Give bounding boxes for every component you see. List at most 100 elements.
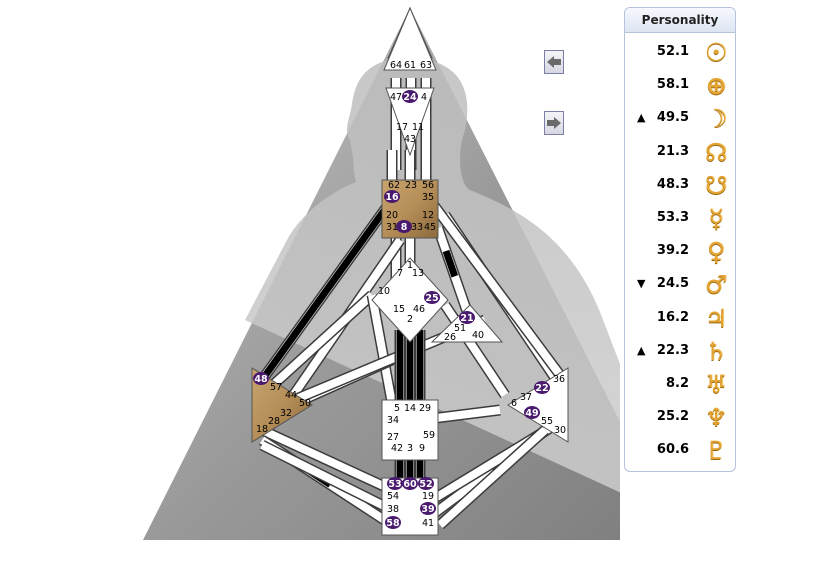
svg-text:30: 30 — [554, 425, 566, 436]
planet-row: 53.3☿ — [625, 204, 735, 236]
planet-value: 49.5 — [656, 110, 689, 126]
planet-value: 8.2 — [665, 376, 689, 391]
svg-text:12: 12 — [422, 210, 434, 221]
planet-value: 16.2 — [656, 309, 689, 325]
svg-text:35: 35 — [422, 192, 434, 203]
svg-text:5: 5 — [394, 403, 400, 414]
gate-12: 12 — [422, 210, 434, 221]
planet-row: 25.2♆ — [625, 403, 735, 435]
svg-text:9: 9 — [419, 443, 425, 454]
svg-text:64: 64 — [390, 60, 402, 71]
gate-40: 40 — [472, 330, 484, 341]
gate-1: 1 — [407, 260, 413, 271]
planet-row: 39.2♀ — [625, 237, 735, 269]
gate-44: 44 — [285, 390, 297, 401]
svg-text:47: 47 — [390, 92, 402, 103]
gate-64: 64 — [390, 60, 402, 71]
planet-value: 24.5 — [656, 276, 689, 292]
svg-text:41: 41 — [422, 518, 434, 529]
svg-text:62: 62 — [388, 180, 400, 191]
planet-row: ▲22.3♄ — [625, 337, 735, 369]
gate-24: 24 — [402, 90, 418, 103]
gate-49: 49 — [524, 406, 540, 419]
svg-text:27: 27 — [387, 432, 399, 443]
planet-value: 21.3 — [656, 143, 689, 159]
svg-text:63: 63 — [420, 60, 432, 71]
svg-text:55: 55 — [541, 416, 553, 427]
uranus-icon: ♅ — [704, 370, 728, 399]
south-node-icon: ☋ — [704, 170, 728, 200]
planet-row: 48.3☋ — [625, 170, 735, 203]
svg-text:4: 4 — [421, 92, 427, 103]
svg-text:61: 61 — [404, 60, 416, 71]
gate-47: 47 — [390, 92, 402, 103]
planet-value: 60.6 — [656, 442, 689, 458]
svg-text:46: 46 — [413, 304, 425, 315]
planet-value: 22.3 — [656, 342, 689, 358]
gate-43: 43 — [404, 134, 416, 145]
svg-text:2: 2 — [407, 314, 413, 325]
gate-4: 4 — [421, 92, 427, 103]
gate-9: 9 — [419, 443, 425, 454]
gate-42: 42 — [391, 443, 403, 454]
gate-38: 38 — [387, 504, 399, 515]
gate-59: 59 — [423, 430, 435, 441]
gate-6: 6 — [511, 398, 517, 409]
planet-value: 39.2 — [656, 243, 689, 259]
svg-text:31: 31 — [386, 222, 398, 233]
gate-45: 45 — [424, 222, 436, 233]
gate-22: 22 — [534, 381, 550, 394]
gate-2: 2 — [407, 314, 413, 325]
gate-37: 37 — [520, 392, 532, 403]
planet-row: 52.1☉ — [625, 38, 735, 70]
svg-text:7: 7 — [397, 268, 403, 279]
gate-62: 62 — [388, 180, 400, 191]
gate-13: 13 — [412, 268, 424, 279]
svg-text:1: 1 — [407, 260, 413, 271]
panel-title: Personality — [625, 8, 735, 33]
motion-arrow: ▲ — [637, 111, 646, 125]
gate-33: 33 — [411, 222, 423, 233]
svg-text:49: 49 — [525, 408, 538, 419]
gate-39: 39 — [420, 502, 436, 515]
gate-54: 54 — [387, 491, 399, 502]
sacral-center — [381, 399, 439, 461]
gate-15: 15 — [393, 304, 405, 315]
svg-text:39: 39 — [421, 504, 434, 515]
spleen-center — [251, 367, 313, 443]
moon-icon: ☽ — [704, 104, 728, 134]
gate-7: 7 — [397, 268, 403, 279]
arrow-left-icon[interactable] — [544, 50, 564, 74]
svg-text:11: 11 — [412, 122, 424, 133]
sun-icon: ☉ — [704, 38, 728, 67]
svg-text:14: 14 — [404, 403, 416, 414]
svg-text:34: 34 — [387, 415, 399, 426]
gate-21: 21 — [459, 311, 475, 324]
gate-60: 60 — [402, 477, 418, 490]
gate-23: 23 — [405, 180, 417, 191]
pluto-icon: ♇ — [704, 436, 728, 466]
arrow-right-icon[interactable] — [544, 111, 564, 135]
gate-3: 3 — [407, 443, 413, 454]
gate-50: 50 — [299, 398, 311, 409]
planet-row: 8.2 ♅ — [625, 370, 735, 402]
gate-57: 57 — [270, 382, 282, 393]
svg-text:44: 44 — [285, 390, 297, 401]
gate-5: 5 — [394, 403, 400, 414]
earth-icon: ⊕ — [705, 71, 727, 101]
svg-text:24: 24 — [403, 92, 417, 103]
gate-46: 46 — [413, 304, 425, 315]
north-node-icon: ☊ — [704, 137, 728, 167]
svg-text:33: 33 — [411, 222, 423, 233]
svg-text:29: 29 — [419, 403, 431, 414]
svg-text:17: 17 — [396, 122, 408, 133]
planet-value: 25.2 — [656, 409, 689, 425]
svg-text:54: 54 — [387, 491, 399, 502]
gate-36: 36 — [553, 374, 565, 385]
head-center — [383, 6, 437, 71]
gate-58: 58 — [385, 516, 401, 529]
gate-20: 20 — [386, 210, 398, 221]
svg-text:40: 40 — [472, 330, 484, 341]
motion-arrow: ▼ — [637, 277, 646, 291]
